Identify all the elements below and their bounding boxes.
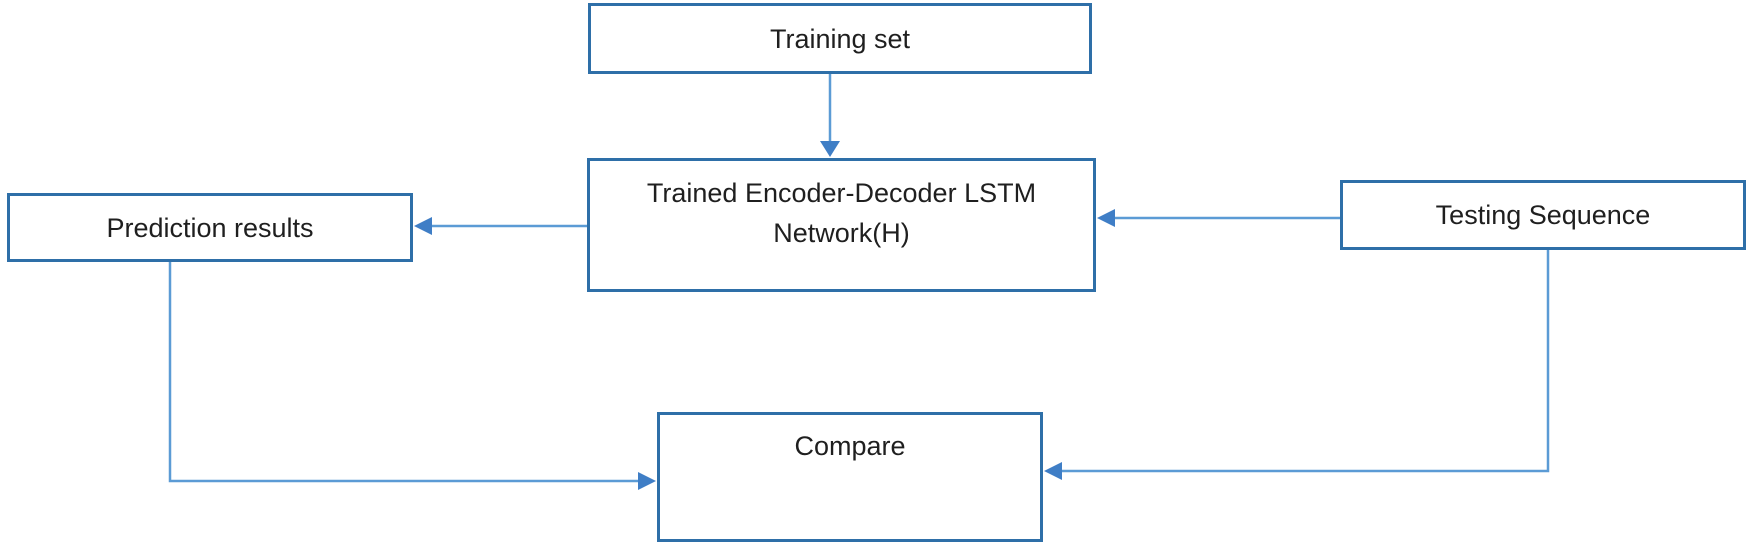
arrow-testing-to-lstm [1097,209,1340,227]
node-prediction-results-label: Prediction results [106,212,314,243]
node-training-set: Training set [588,3,1092,74]
node-compare-label: Compare [794,431,906,461]
arrow-lstm-to-prediction [414,217,587,235]
node-prediction-results: Prediction results [7,193,413,262]
node-testing-sequence-label: Testing Sequence [1435,200,1651,230]
node-training-set-label: Training set [769,23,911,54]
node-trained-encoder-decoder-lstm: Trained Encoder-Decoder LSTM Network(H) [587,158,1096,292]
arrow-prediction-to-compare [168,262,656,490]
arrow-testing-to-compare [1044,250,1550,480]
node-testing-sequence: Testing Sequence [1340,180,1746,250]
arrow-training-to-lstm [820,74,840,157]
node-trained-encoder-decoder-lstm-label: Trained Encoder-Decoder LSTM Network(H) [646,178,1037,248]
node-compare: Compare [657,412,1043,542]
